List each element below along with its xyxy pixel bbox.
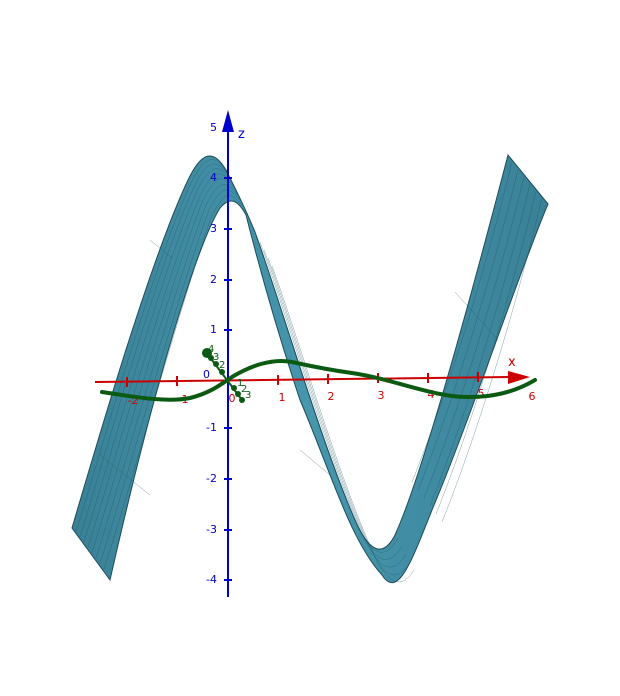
x-tick-label: 4 — [428, 388, 435, 401]
y-tick-label: 1 — [237, 378, 243, 389]
x-tick-label: 1 — [279, 391, 286, 404]
y-tick-label: 4 — [208, 344, 214, 355]
z-tick-label: -2 — [206, 472, 217, 485]
space-curve — [100, 359, 537, 402]
y-tick-label: 3 — [245, 390, 251, 401]
z-tick-label: 4 — [210, 171, 217, 184]
x-axis-label: x — [508, 355, 516, 370]
z-tick-label: 2 — [210, 273, 217, 286]
z-axis-ticks — [224, 127, 232, 581]
z-axis-arrowhead — [222, 110, 234, 132]
x-tick-label: 0 — [229, 392, 236, 405]
x-tick-label: 2 — [328, 390, 335, 403]
z-tick-label: -1 — [206, 421, 217, 434]
x-axis-arrowhead — [508, 371, 530, 384]
z-tick-label: 0 — [203, 368, 210, 381]
y-axis: 4 3 2 1 2 3 — [202, 344, 251, 403]
y-tick-label: 2 — [241, 384, 247, 395]
x-tick-label: -2 — [128, 394, 139, 407]
x-tick-label: 5 — [478, 387, 485, 400]
z-axis: z 5 4 3 2 1 0 -1 -2 -3 -4 — [203, 110, 245, 597]
surface — [71, 153, 549, 583]
x-tick-label: 6 — [529, 390, 536, 403]
y-tick-label: 3 — [213, 352, 219, 363]
z-tick-label: 5 — [210, 121, 217, 134]
x-axis-line — [94, 376, 513, 383]
z-tick-label: 1 — [210, 323, 217, 336]
surface-ribbon — [71, 153, 549, 583]
x-tick-label: 3 — [378, 389, 385, 402]
y-tick-label: 2 — [219, 360, 225, 371]
z-axis-label: z — [238, 127, 245, 142]
z-tick-label: -4 — [206, 573, 217, 586]
surface-grid-lines — [75, 159, 543, 583]
z-tick-label: -3 — [206, 523, 217, 536]
z-tick-label: 3 — [210, 222, 217, 235]
y-axis-ticks — [208, 355, 245, 403]
